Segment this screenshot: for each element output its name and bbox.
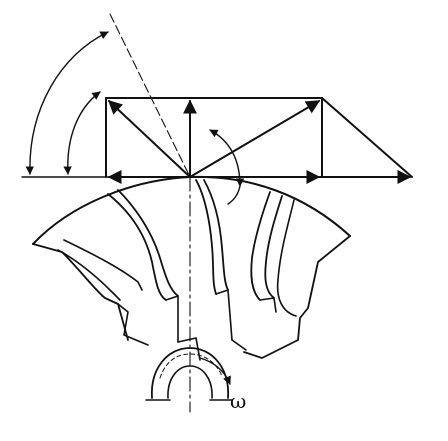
blade-3-tip xyxy=(215,289,233,341)
absolute-velocity-arrow xyxy=(189,100,321,178)
blade-5 xyxy=(276,199,297,317)
diagonal-right xyxy=(321,97,413,178)
inner-step-left xyxy=(117,303,149,346)
blade-1-edge xyxy=(63,239,143,291)
omega-label: ω xyxy=(230,389,246,413)
blade-2-tip xyxy=(165,295,179,343)
blade-2-trailing xyxy=(117,189,179,297)
rotation-arrow xyxy=(199,357,231,385)
angle-arc-right xyxy=(209,129,245,187)
blade-4-tip xyxy=(259,297,277,313)
impeller-right-outline xyxy=(243,235,351,359)
blade-4-leading xyxy=(250,191,271,301)
impeller xyxy=(32,175,351,413)
inner-step-center xyxy=(177,337,201,361)
blade-3-trailing xyxy=(203,179,229,291)
velocity-triangle xyxy=(21,13,413,205)
angle-arc-inner xyxy=(63,91,101,175)
blade-2-leading xyxy=(107,193,167,301)
blade-1 xyxy=(57,249,121,301)
relative-velocity-arrow xyxy=(107,100,191,178)
impeller-outer-rim xyxy=(32,175,351,245)
angle-arc-right-tail xyxy=(227,185,241,205)
dashed-reference-line xyxy=(109,13,191,178)
blade-3-leading xyxy=(195,179,217,295)
blade-4-trailing xyxy=(264,195,283,299)
angle-arc-outer xyxy=(25,31,109,175)
impeller-left-outline xyxy=(32,243,129,341)
inner-step-right xyxy=(231,339,247,351)
